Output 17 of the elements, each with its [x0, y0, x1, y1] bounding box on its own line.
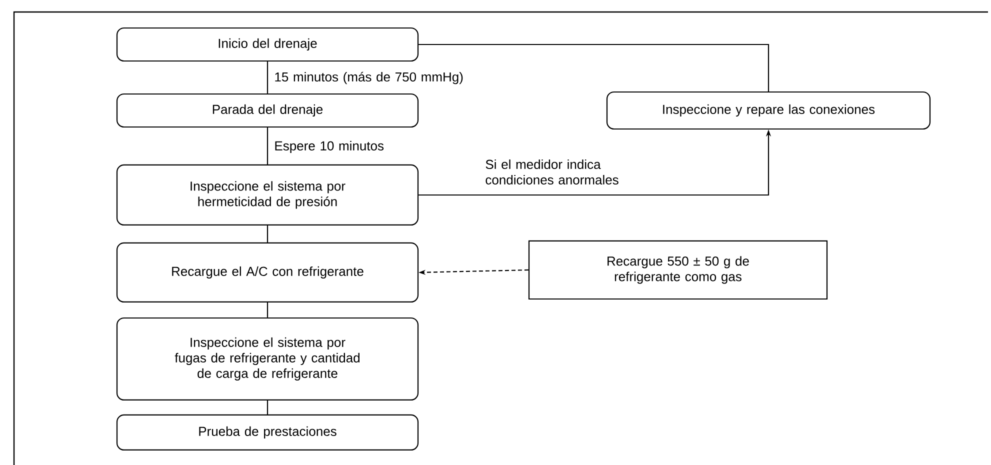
connector-line — [266, 302, 268, 318]
process-box: Prueba de prestaciones — [116, 414, 419, 451]
process-box: Recargue el A/C con refrigerante — [116, 242, 419, 303]
edge-label: 15 minutos (más de 750 mmHg) — [275, 72, 463, 84]
connector-line — [266, 128, 268, 164]
edge-label: Si el medidor indica condiciones anormales — [486, 159, 618, 184]
edge-label: Espere 10 minutos — [275, 140, 384, 154]
process-box: Inspeccione el sistema por hermeticidad de presión — [116, 164, 419, 226]
connector-line — [266, 62, 268, 94]
connector-line — [266, 226, 268, 242]
process-box: Inspeccione el sistema por fugas de refrigerante y cantidad de carga de refrigerante — [116, 317, 419, 401]
note-box: Recargue 550 ± 50 g de refrigerante como gas — [528, 240, 828, 300]
process-box: Parada del drenaje — [116, 93, 419, 128]
connector-line — [266, 400, 268, 414]
connector-line — [418, 44, 770, 92]
process-box: Inspeccione y repare las conexiones — [606, 91, 931, 130]
process-box: Inicio del drenaje — [116, 27, 419, 62]
